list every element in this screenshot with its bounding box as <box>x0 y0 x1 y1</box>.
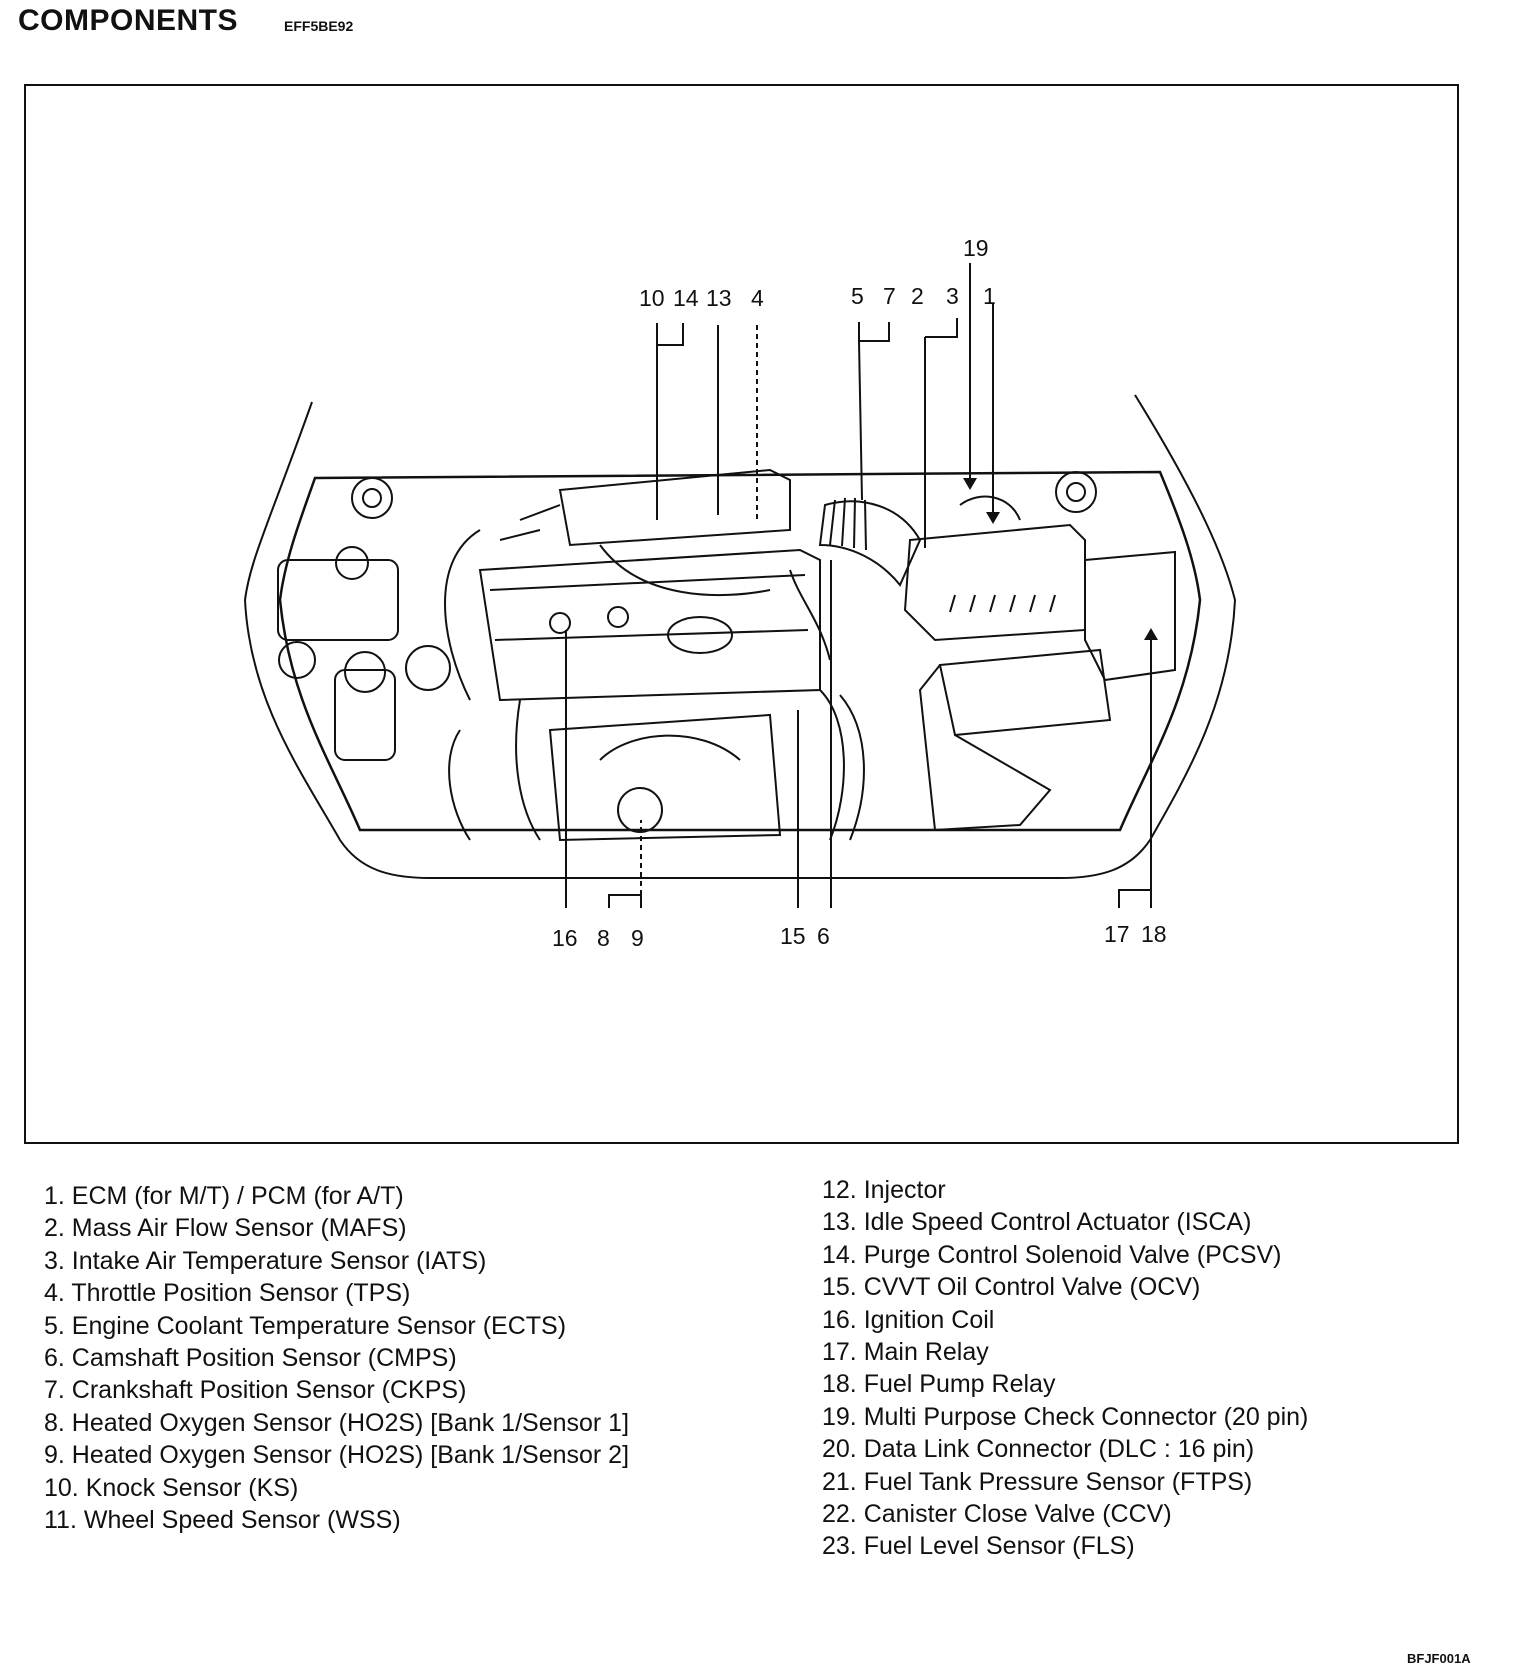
legend-item: 4. Throttle Position Sensor (TPS) <box>44 1279 411 1308</box>
callout-18: 18 <box>1141 921 1167 947</box>
legend-item: 9. Heated Oxygen Sensor (HO2S) [Bank 1/S… <box>44 1441 630 1470</box>
legend-item: 21. Fuel Tank Pressure Sensor (FTPS) <box>822 1467 1253 1496</box>
legend-item: 15. CVVT Oil Control Valve (OCV) <box>822 1273 1201 1302</box>
legend-item: 16. Ignition Coil <box>822 1305 995 1334</box>
callout-2: 2 <box>911 283 924 309</box>
callout-8: 8 <box>597 925 610 951</box>
callout-3: 3 <box>946 283 959 309</box>
legend-item: 12. Injector <box>822 1176 946 1204</box>
callout-17: 17 <box>1104 921 1130 947</box>
legend-item: 20. Data Link Connector (DLC : 16 pin) <box>822 1435 1255 1464</box>
legend-item: 22. Canister Close Valve (CCV) <box>822 1500 1172 1529</box>
legend-item: 1. ECM (for M/T) / PCM (for A/T) <box>44 1182 404 1210</box>
callout-16: 16 <box>552 925 578 951</box>
document-code: EFF5BE92 <box>284 18 354 34</box>
callout-1: 1 <box>983 283 996 309</box>
legend-item: 17. Main Relay <box>822 1338 989 1367</box>
callout-7: 7 <box>883 283 896 309</box>
legend-item: 23. Fuel Level Sensor (FLS) <box>822 1532 1135 1561</box>
legend-item: 5. Engine Coolant Temperature Sensor (EC… <box>44 1311 567 1340</box>
callout-9: 9 <box>631 925 644 951</box>
legend-item: 7. Crankshaft Position Sensor (CKPS) <box>44 1376 467 1405</box>
page-title: COMPONENTS <box>18 4 239 37</box>
legend-item: 8. Heated Oxygen Sensor (HO2S) [Bank 1/S… <box>44 1408 630 1437</box>
callout-14: 14 <box>673 285 699 311</box>
callout-4: 4 <box>751 285 764 311</box>
callout-15: 15 <box>780 923 806 949</box>
legend-item: 3. Intake Air Temperature Sensor (IATS) <box>44 1246 487 1275</box>
legend-item: 14. Purge Control Solenoid Valve (PCSV) <box>822 1240 1282 1269</box>
legend-item: 11. Wheel Speed Sensor (WSS) <box>44 1506 401 1535</box>
figure-frame <box>24 84 1459 1144</box>
legend-item: 2. Mass Air Flow Sensor (MAFS) <box>44 1214 407 1243</box>
callout-5: 5 <box>851 283 864 309</box>
figure-id: BFJF001A <box>1407 1651 1471 1666</box>
legend-item: 6. Camshaft Position Sensor (CMPS) <box>44 1344 457 1373</box>
callout-10: 10 <box>639 285 665 311</box>
legend-item: 19. Multi Purpose Check Connector (20 pi… <box>822 1402 1309 1431</box>
callout-6: 6 <box>817 923 830 949</box>
legend-item: 18. Fuel Pump Relay <box>822 1370 1056 1399</box>
legend-item: 13. Idle Speed Control Actuator (ISCA) <box>822 1208 1252 1237</box>
legend-left-column: 1. ECM (for M/T) / PCM (for A/T) 2. Mass… <box>44 1180 629 1536</box>
callout-19: 19 <box>963 235 989 261</box>
legend-right-column: 12. Injector 13. Idle Speed Control Actu… <box>822 1174 1308 1563</box>
callout-13: 13 <box>706 285 732 311</box>
legend-item: 10. Knock Sensor (KS) <box>44 1473 299 1502</box>
